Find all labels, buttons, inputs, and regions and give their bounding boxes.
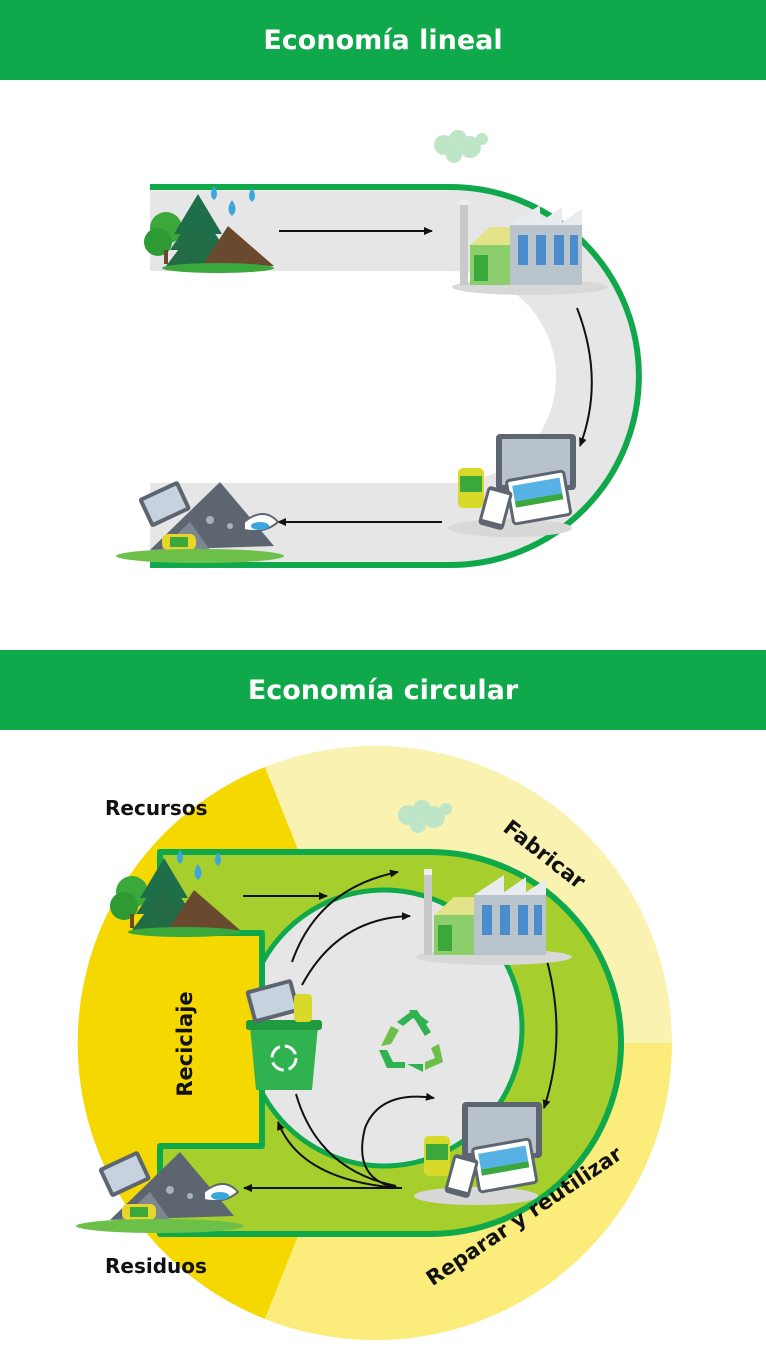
recycling-label: Reciclaje [173, 991, 197, 1096]
recycling-channel [160, 933, 262, 1146]
resources-label: Recursos [105, 796, 208, 820]
recycling-bin-icon [243, 977, 324, 1092]
linear-economy-title: Economía lineal [263, 24, 503, 56]
bin-arrow [295, 1093, 397, 1187]
circular-economy-title: Economía circular [247, 674, 519, 706]
waste-to-recycling-arrow [277, 1121, 399, 1189]
linear-economy-banner: Economía lineal [0, 0, 766, 80]
linear-arrow-to-products [576, 307, 593, 447]
recycle-icon [379, 1010, 443, 1072]
circular-arrow-to-products [541, 943, 558, 1109]
circular-economy-banner: Economía circular [0, 650, 766, 730]
recycle-arrow-inner [301, 912, 411, 986]
circular-diagram: Fabricar Reciclaje Reparar y reutilizar [75, 745, 672, 1341]
waste-label: Residuos [105, 1254, 207, 1278]
repair-loop-arrow [361, 1092, 435, 1189]
linear-diagram [115, 130, 642, 568]
recycle-arrow-outer [291, 869, 399, 963]
linear-track-outline [150, 184, 642, 568]
